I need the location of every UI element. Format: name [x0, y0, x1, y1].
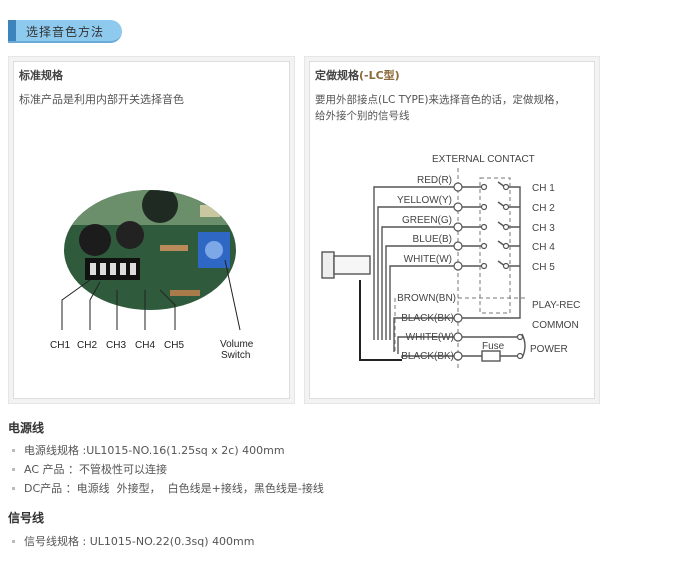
list-item: DC产品 ：电源线 外接型， 白色线是+接线，黑色线是-接线 — [10, 480, 324, 496]
section-tab: 选择音色方法 — [8, 20, 122, 43]
bullet-icon — [12, 467, 15, 471]
wire-label-yellow: YELLOW(Y) — [397, 195, 452, 206]
switch-label: Switch — [221, 350, 250, 361]
channel-ch2: CH 2 — [532, 203, 555, 214]
play-rec-label: PLAY-REC — [532, 300, 580, 311]
list-item: 信号线规格 : UL1015-NO.22(0.3sq) 400mm — [10, 533, 255, 549]
tab-accent-bar — [8, 20, 16, 41]
channel-label-ch1: CH1 — [50, 340, 70, 351]
wire-label-white: WHITE(W) — [404, 254, 452, 265]
channel-label-ch2: CH2 — [77, 340, 97, 351]
custom-spec-text: 要用外部接点(LC TYPE)来选择音色的话，定做规格， 给外接个别的信号线 — [315, 92, 565, 124]
bullet-icon — [12, 539, 15, 543]
fuse-label: Fuse — [482, 341, 505, 352]
wire-label-black: BLACK(BK) — [401, 313, 454, 324]
channel-label-ch5: CH5 — [164, 340, 184, 351]
list-item-text: 信号线规格 : UL1015-NO.22(0.3sq) 400mm — [24, 535, 255, 548]
standard-spec-text: 标准产品是利用内部开关选择音色 — [19, 93, 184, 106]
list-item-text: AC 产品 ：不管极性可以连接 — [24, 463, 168, 476]
volume-label: Volume — [220, 339, 254, 350]
wire-label-white-power: WHITE(W) — [406, 332, 454, 343]
power-label: POWER — [530, 344, 568, 355]
external-contact-label: EXTERNAL CONTACT — [432, 154, 535, 165]
list-item: 电源线规格 :UL1015-NO.16(1.25sq x 2c) 400mm — [10, 442, 285, 458]
channel-label-ch4: CH4 — [135, 340, 155, 351]
custom-spec-title: 定做规格(-LC型) — [315, 67, 400, 83]
channel-label-ch3: CH3 — [106, 340, 126, 351]
channel-ch4: CH 4 — [532, 242, 555, 253]
custom-spec-title-suffix: (-LC型) — [359, 69, 400, 82]
wire-label-red: RED(R) — [417, 175, 452, 186]
bullet-icon — [12, 448, 15, 452]
section-tab-label: 选择音色方法 — [26, 25, 105, 39]
common-label: COMMON — [532, 320, 579, 331]
standard-spec-title: 标准规格 — [19, 69, 63, 82]
wire-label-green: GREEN(G) — [402, 215, 452, 226]
custom-spec-panel: 定做规格(-LC型) 要用外部接点(LC TYPE)来选择音色的话，定做规格， … — [304, 56, 600, 404]
list-item-text: 电源线规格 :UL1015-NO.16(1.25sq x 2c) 400mm — [24, 444, 285, 457]
wire-label-brown: BROWN(BN) — [397, 293, 456, 304]
wire-label-blue: BLUE(B) — [413, 234, 452, 245]
signal-cable-heading: 信号线 — [8, 511, 45, 525]
power-cable-heading: 电源线 — [8, 421, 45, 435]
channel-ch5: CH 5 — [532, 262, 555, 273]
wire-label-black-power: BLACK(BK) — [401, 351, 454, 362]
list-item: AC 产品 ：不管极性可以连接 — [10, 461, 167, 477]
list-item-text: DC产品 ：电源线 外接型， 白色线是+接线，黑色线是-接线 — [24, 482, 324, 495]
custom-spec-text-line1: 要用外部接点(LC TYPE)来选择音色的话，定做规格， — [315, 94, 566, 106]
custom-spec-text-line2: 给外接个别的信号线 — [315, 110, 410, 122]
channel-ch3: CH 3 — [532, 223, 555, 234]
custom-spec-title-main: 定做规格 — [315, 69, 359, 82]
bullet-icon — [12, 486, 15, 490]
channel-ch1: CH 1 — [532, 183, 555, 194]
